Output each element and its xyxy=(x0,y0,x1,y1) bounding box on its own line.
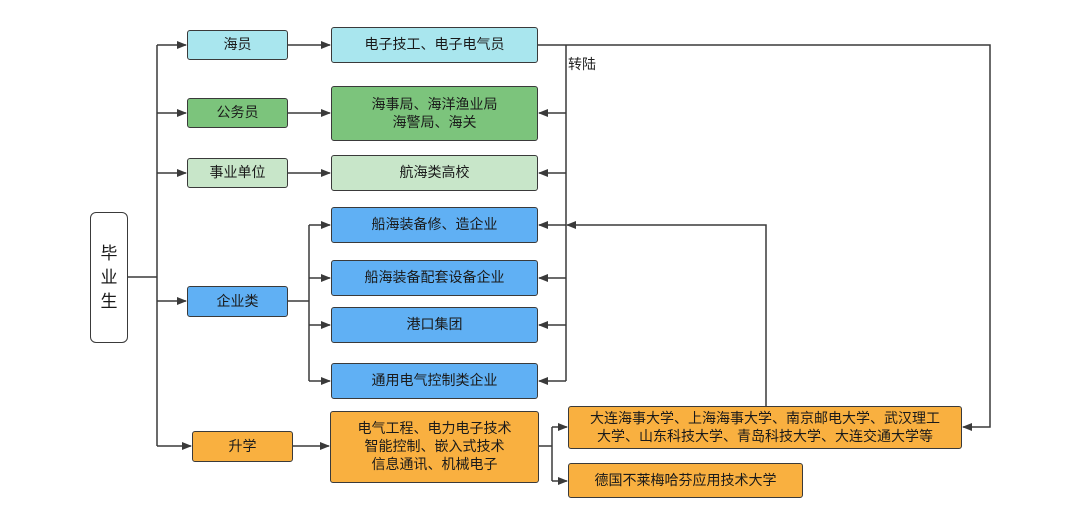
category-civil-servant-box: 公务员 xyxy=(187,98,288,128)
seafarer-roles-box: 电子技工、电子电气员 xyxy=(331,27,538,63)
seafarer-to-universities-line xyxy=(538,44,991,431)
category-public-institution-box: 事业单位 xyxy=(187,158,288,188)
maritime-universities-box: 航海类高校 xyxy=(331,155,538,191)
category-enterprise-box: 企业类 xyxy=(187,286,288,317)
ship-equipment-enterprise-box: 船海装备配套设备企业 xyxy=(331,260,538,296)
electric-control-enterprise-box: 通用电气控制类企业 xyxy=(331,363,538,399)
study-majors-box: 电气工程、电力电子技术 智能控制、嵌入式技术 信息通讯、机械电子 xyxy=(330,411,539,483)
german-university-box: 德国不莱梅哈芬应用技术大学 xyxy=(568,463,803,498)
domestic-universities-box: 大连海事大学、上海海事大学、南京邮电大学、武汉理工 大学、山东科技大学、青岛科技… xyxy=(568,406,962,449)
civil-agencies-box: 海事局、海洋渔业局 海警局、海关 xyxy=(331,86,538,141)
port-group-box: 港口集团 xyxy=(331,307,538,343)
root-graduates-box: 毕 业 生 xyxy=(90,212,128,343)
universities-to-ship-repair-line xyxy=(566,221,767,406)
transfer-ashore-label: 转陆 xyxy=(568,57,596,73)
ship-repair-enterprise-box: 船海装备修、造企业 xyxy=(331,207,538,243)
category-seafarer-box: 海员 xyxy=(187,30,288,60)
category-further-study-box: 升学 xyxy=(192,431,293,462)
